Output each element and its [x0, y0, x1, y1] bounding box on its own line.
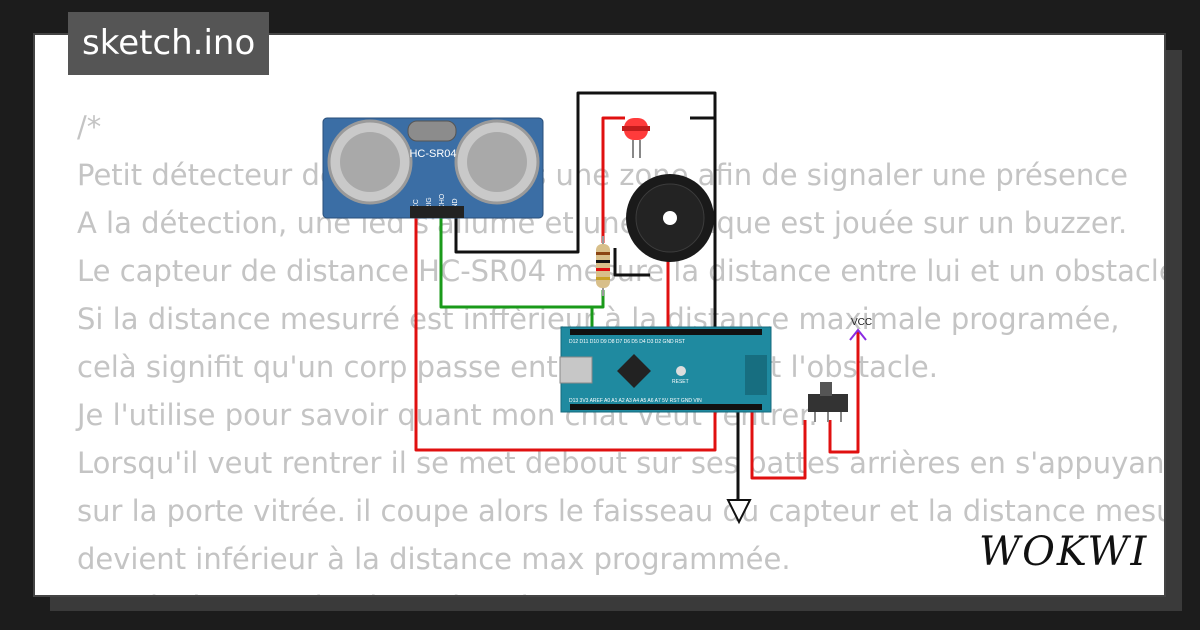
nano-bottom-pins: D13 3V3 AREF A0 A1 A2 A3 A4 A5 A6 A7 5V … — [569, 398, 702, 404]
wire-red-led — [601, 116, 625, 243]
sensor-pin-echo: ECHO — [439, 193, 446, 214]
code-line: Le principe est simple, et je suis... — [77, 583, 1147, 595]
wokwi-logo: WOKWI — [979, 529, 1148, 575]
panel-shadow-bottom — [50, 597, 1182, 611]
sensor-name: HC-SR04 — [409, 148, 456, 160]
wire-red-switch — [828, 330, 860, 454]
file-tab[interactable]: sketch.ino — [68, 12, 270, 75]
wire-green-trig — [439, 214, 594, 328]
arduino-nano[interactable]: D12 D11 D10 D9 D8 D7 D6 D5 D4 D3 D2 GND … — [559, 326, 772, 413]
code-line: Le capteur de distance HC-SR04 mesure la… — [77, 254, 1166, 288]
code-line: sur la porte vitrée. il coupe alors le f… — [77, 494, 1166, 528]
vcc-label: VCC — [851, 317, 872, 328]
wire-black-buzzer — [613, 248, 650, 277]
wire-black-echo — [454, 91, 717, 328]
sensor-pin-trig: TRIG — [426, 197, 433, 214]
code-line: devient inférieur à la distance max prog… — [77, 542, 791, 576]
buzzer[interactable] — [626, 174, 714, 262]
ultrasonic-sensor[interactable]: HC-SR04 VCC TRIG ECHO GND — [322, 117, 544, 219]
nano-top-pins: D12 D11 D10 D9 D8 D7 D6 D5 D4 D3 D2 GND … — [569, 339, 685, 345]
wire-red-vcc — [414, 214, 717, 452]
panel-shadow-right — [1166, 50, 1182, 610]
ground-symbol — [726, 499, 752, 525]
reset-label: RESET — [672, 379, 689, 385]
resistor[interactable] — [596, 236, 610, 296]
code-line: celà signifit qu'un corp passe entre le … — [77, 350, 938, 384]
red-led[interactable] — [622, 118, 650, 158]
code-line: /* — [77, 110, 102, 144]
wire-red-vin — [750, 405, 807, 480]
wire-green-res — [592, 290, 605, 309]
logo-text: WOKWI — [979, 529, 1148, 575]
vcc-symbol: VCC — [849, 317, 872, 341]
slide-switch[interactable] — [808, 382, 848, 422]
code-line: Lorsqu'il veut rentrer il se met debout … — [77, 446, 1166, 480]
